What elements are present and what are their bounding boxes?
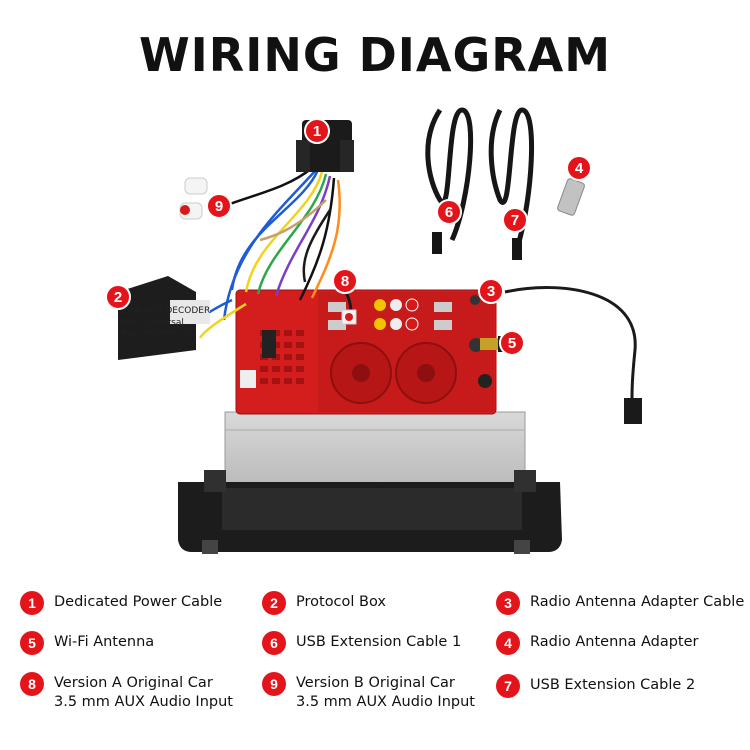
legend-item: 1 Dedicated Power Cable <box>20 591 222 615</box>
callout-1: 1 <box>304 118 330 144</box>
canbus-decoder-box: CAN BUS DECODER For: Universal P/N: ????… <box>118 276 210 360</box>
svg-text:9: 9 <box>215 198 223 215</box>
legend-label: Protocol Box <box>296 594 386 610</box>
legend-number: 8 <box>20 672 44 696</box>
callout-9: 9 <box>206 193 232 219</box>
svg-text:7: 7 <box>511 212 519 229</box>
legend-label: Radio Antenna Adapter <box>530 634 699 650</box>
legend-item: 6 USB Extension Cable 1 <box>262 631 461 655</box>
callout-8: 8 <box>332 268 358 294</box>
legend-number: 5 <box>20 631 44 655</box>
legend-number: 6 <box>262 631 286 655</box>
legend-item: 8 Version A Original Car 3.5 mm AUX Audi… <box>20 672 233 712</box>
legend-number: 4 <box>496 631 520 655</box>
legend-number: 3 <box>496 591 520 615</box>
legend-item: 2 Protocol Box <box>262 591 386 615</box>
legend-item: 4 Radio Antenna Adapter <box>496 631 698 655</box>
canbus-label-line2: For: Universal <box>122 318 184 328</box>
legend-number: 1 <box>20 591 44 615</box>
metal-chassis <box>224 411 526 493</box>
callout-2: 2 <box>105 284 131 310</box>
legend-label: USB Extension Cable 1 <box>296 634 462 650</box>
legend: 1 Dedicated Power Cable 2 Protocol Box 3… <box>0 588 750 748</box>
svg-text:3: 3 <box>487 283 495 300</box>
legend-label: Wi-Fi Antenna <box>54 634 155 650</box>
callout-6: 6 <box>436 199 462 225</box>
legend-item: 3 Radio Antenna Adapter Cable <box>496 591 744 615</box>
legend-label: Version B Original Car 3.5 mm AUX Audio … <box>296 675 475 710</box>
canbus-label-line1: CAN BUS DECODER <box>122 306 210 316</box>
callout-5: 5 <box>499 330 525 356</box>
callout-7: 7 <box>502 207 528 233</box>
page-title: WIRING DIAGRAM <box>138 28 612 82</box>
svg-text:5: 5 <box>508 335 516 352</box>
legend-item: 7 USB Extension Cable 2 <box>496 674 695 698</box>
legend-item: 5 Wi-Fi Antenna <box>20 631 154 655</box>
legend-number: 7 <box>496 674 520 698</box>
legend-label: USB Extension Cable 2 <box>530 677 696 693</box>
canbus-label-line3: P/N: ?????????? <box>122 330 191 340</box>
radio-antenna-adapter <box>557 178 585 216</box>
legend-number: 9 <box>262 672 286 696</box>
svg-text:6: 6 <box>445 204 453 221</box>
aux-rca-plugs <box>179 177 208 220</box>
svg-text:1: 1 <box>313 123 321 140</box>
usb-extension-cable-2 <box>488 107 534 260</box>
svg-text:8: 8 <box>341 273 349 290</box>
legend-label: Radio Antenna Adapter Cable <box>530 594 745 610</box>
dash-bezel <box>178 470 562 554</box>
svg-text:4: 4 <box>575 160 584 177</box>
radio-antenna-adapter-cable <box>504 286 642 424</box>
head-unit-back <box>235 289 497 415</box>
aux-plug-version-a <box>341 289 357 325</box>
callout-3: 3 <box>478 278 504 304</box>
usb-extension-cable-1 <box>425 107 474 254</box>
legend-number: 2 <box>262 591 286 615</box>
callout-4: 4 <box>566 155 592 181</box>
legend-item: 9 Version B Original Car 3.5 mm AUX Audi… <box>262 672 475 712</box>
legend-label: Dedicated Power Cable <box>54 594 223 610</box>
legend-label: Version A Original Car 3.5 mm AUX Audio … <box>54 675 233 710</box>
svg-text:2: 2 <box>114 289 122 306</box>
